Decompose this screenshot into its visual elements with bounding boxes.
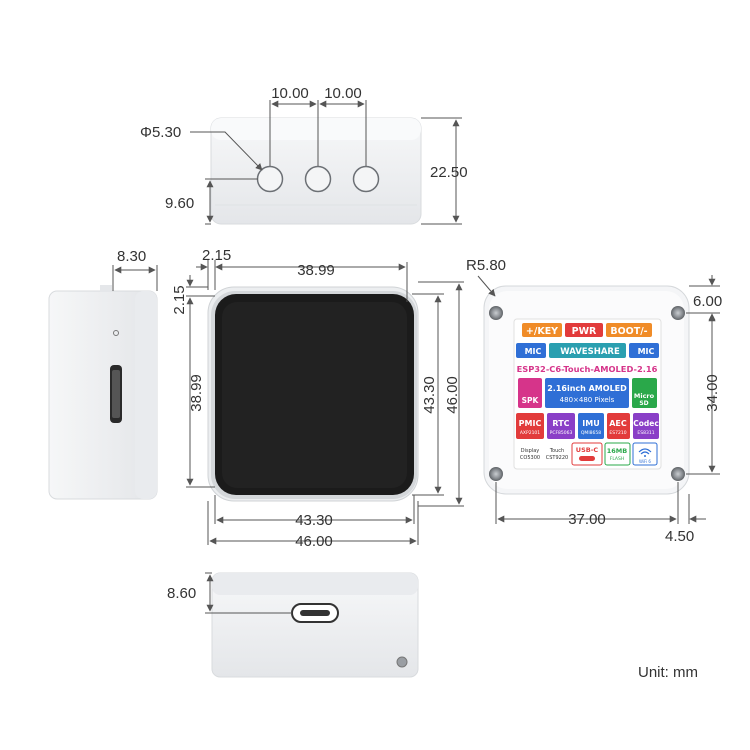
flash-line2: FLASH [610,456,625,462]
touch-chip-label: Touch [549,448,564,454]
dim-screen-width: 38.99 [297,262,335,279]
aec-badge [607,413,630,439]
dim-top-spacing-2: 10.00 [324,85,362,102]
button-middle [304,165,332,193]
button-right [352,165,380,193]
bottom-view-mic-hole [396,656,408,668]
spk-badge [518,378,542,408]
micro-sd-badge [632,378,657,408]
key-badge [522,323,562,337]
imu-chip: QMI8658 [581,430,601,436]
rtc-badge [547,413,575,439]
screw-top-right [671,306,685,320]
pmic-chip: AXP2101 [520,430,540,436]
dim-outer-height: 46.00 [444,376,461,414]
dim-port-offset: 8.60 [167,585,196,602]
wifi-badge [632,442,658,466]
side-view-mic-hole [113,330,119,336]
dim-top-spacing-1: 10.00 [271,85,309,102]
top-view: 10.00 10.00 Φ5.30 22.50 9.60 [140,85,468,225]
bottom-view: 8.60 [167,572,419,678]
imu-label: IMU [582,419,599,428]
wifi-icon [638,448,652,455]
dim-bezel-left: 2.15 [171,285,188,314]
display-spec-line1: 2.16inch AMOLED [547,384,627,393]
mic-right-label: MIC [638,347,655,356]
front-view: 2.15 38.99 2.15 38.99 43.30 46.00 43.30 … [171,247,464,550]
dim-corner-radius: R5.80 [466,257,506,274]
side-view-bevel [135,291,157,499]
screw-bottom-right [671,467,685,481]
touch-chip: CST9220 [546,455,568,461]
brand-label: WAVESHARE [560,347,620,357]
pmic-badge [516,413,544,439]
dim-inner-width: 43.30 [295,512,333,529]
pmic-label: PMIC [519,419,542,428]
dim-side-depth: 8.30 [117,248,146,265]
usbc-label: USB-C [576,446,599,454]
codec-chip: ES8311 [637,430,654,436]
flash-badge [604,442,631,466]
unit-label: Unit: mm [638,664,698,681]
flash-line1: 16MB [607,447,628,455]
display-chip-label: Display [521,448,539,454]
spk-label: SPK [522,396,540,405]
micro-sd-line2: SD [639,400,648,407]
boot-badge [606,323,652,337]
side-view: 8.30 [48,248,158,500]
mic-left-badge [516,343,546,358]
spec-sticker: +/KEY PWR BOOT/- MIC WAVESHARE MIC ESP32… [513,318,662,470]
dim-hole-side-offset: 4.50 [665,528,694,545]
mic-left-label: MIC [525,347,542,356]
usbc-icon [579,456,595,461]
dim-hole-top-offset: 6.00 [693,293,722,310]
bottom-view-bevel [212,573,418,595]
display-spec-badge [545,378,629,408]
aec-label: AEC [609,419,627,428]
button-left [256,165,284,193]
brand-badge [549,343,626,358]
dim-button-diameter: Φ5.30 [140,124,181,141]
codec-badge [633,413,659,439]
pwr-badge [565,323,603,337]
pwr-label: PWR [572,326,597,337]
dim-outer-width: 46.00 [295,533,333,550]
dim-inner-height: 43.30 [421,376,438,414]
micro-sd-line1: Micro [634,392,655,400]
back-view: +/KEY PWR BOOT/- MIC WAVESHARE MIC ESP32… [466,257,722,545]
dim-hole-hspacing: 37.00 [568,511,606,528]
mic-right-badge [629,343,659,358]
rtc-chip: PCF85063 [550,430,573,436]
dim-top-height: 22.50 [430,164,468,181]
aec-chip: ES7210 [609,430,626,436]
display-chip: CO5300 [520,455,540,461]
codec-label: Codec [633,419,659,428]
screw-bottom-left [489,467,503,481]
usb-c-port-tongue [300,610,330,616]
key-label: +/KEY [526,326,558,337]
display-spec-line2: 480×480 Pixels [560,396,615,404]
leader-button-diameter [190,131,263,171]
leader-corner-radius [477,275,496,297]
wifi-label: WiFi 6 [639,459,651,464]
dim-hole-vspacing: 34.00 [704,374,721,412]
dim-screen-height: 38.99 [188,374,205,412]
imu-badge [578,413,604,439]
model-label: ESP32-C6-Touch-AMOLED-2.16 [517,364,658,374]
boot-label: BOOT/- [610,326,647,337]
top-view-bevel [211,118,421,140]
sd-card-slot-inner [112,370,120,418]
screw-top-left [489,306,503,320]
rtc-label: RTC [552,419,569,428]
wifi-icon-dot [644,455,646,457]
side-view-button-stub [100,285,112,292]
dim-button-offset: 9.60 [165,195,194,212]
dim-bezel-top: 2.15 [202,247,231,264]
front-screen-active-area [222,302,407,488]
